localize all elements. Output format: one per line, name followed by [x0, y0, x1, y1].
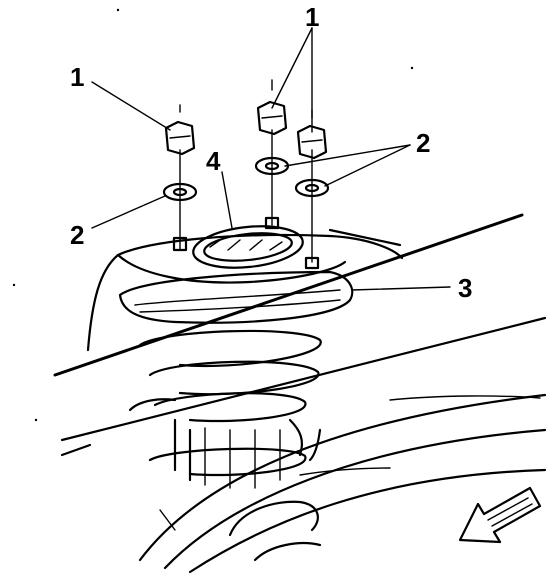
frame-rails — [53, 213, 547, 457]
callout-nut-top: 1 — [305, 2, 319, 32]
washer-left-icon — [162, 182, 198, 202]
specks — [12, 8, 414, 422]
seal — [192, 225, 304, 269]
callout-seal: 4 — [206, 146, 221, 176]
callout-washer-right: 2 — [416, 128, 430, 158]
arrow-icon — [458, 486, 542, 544]
callout-washer-left: 2 — [70, 220, 84, 250]
control-arm — [138, 393, 547, 574]
nut-right-icon — [296, 124, 328, 160]
nuts — [164, 100, 328, 160]
insulator — [118, 270, 354, 324]
washer-right-icon — [294, 178, 330, 198]
callout-insulator: 3 — [458, 273, 472, 303]
coil-spring — [128, 329, 322, 489]
spring-tower — [86, 233, 404, 352]
nut-left-icon — [164, 120, 196, 156]
nut-top-icon — [256, 100, 288, 136]
callout-nut-left: 1 — [70, 62, 84, 92]
washers — [162, 156, 330, 202]
leader-lines — [91, 27, 451, 291]
callouts: 1 1 2 2 3 4 — [70, 2, 472, 303]
